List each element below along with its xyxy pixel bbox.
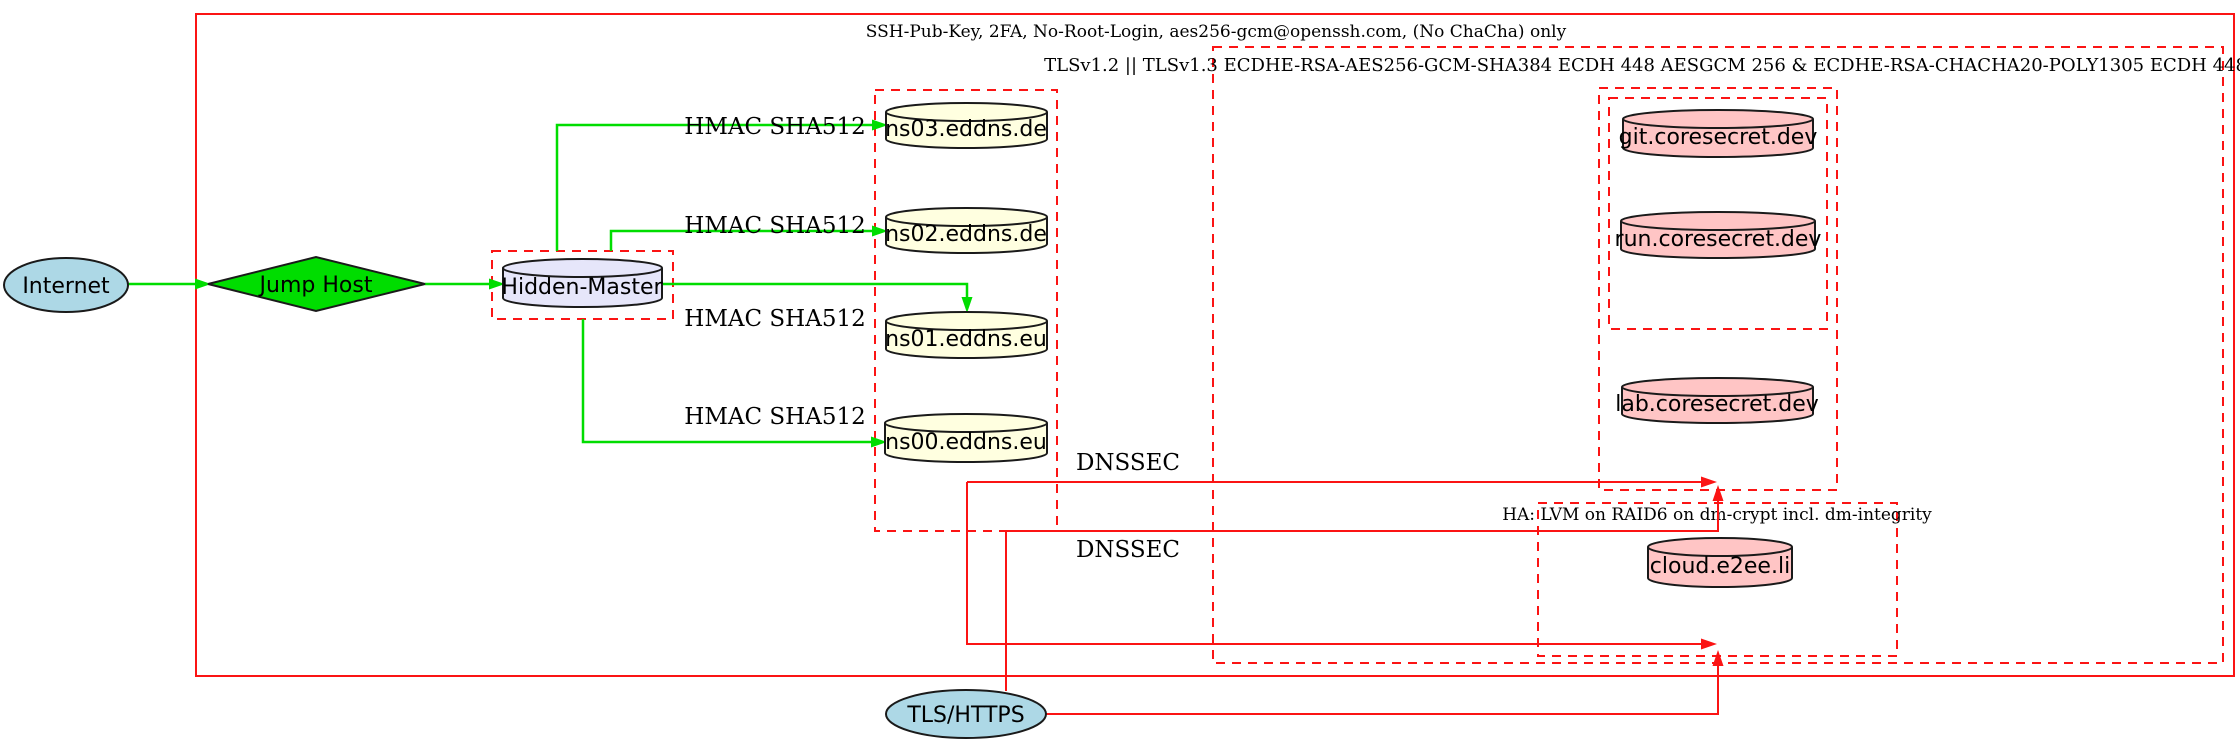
dns-cluster-box — [874, 89, 1058, 532]
edge-hiddenmaster-ns01 — [663, 282, 973, 313]
ns00-node-cylinder-lid — [884, 422, 1048, 433]
cloud-node-cylinder — [1647, 537, 1793, 588]
git-label: git.coresecret.dev — [1619, 125, 1818, 150]
tls-https-label: TLS/HTTPS — [906, 703, 1024, 728]
ns00-label: ns00.eddns.eu — [885, 430, 1047, 455]
lab-label: lab.coresecret.dev — [1615, 392, 1819, 417]
run-node-cylinder-lid — [1620, 220, 1816, 231]
internet-label: Internet — [22, 274, 110, 299]
ns02-label: ns02.eddns.de — [885, 222, 1047, 247]
lab-node-cylinder — [1621, 377, 1814, 424]
git-node-cylinder-lid — [1622, 118, 1814, 129]
ns03-node-cylinder-lid — [885, 111, 1048, 122]
run-node-cylinder — [1620, 211, 1816, 259]
lab-node-cylinder-lid — [1621, 386, 1814, 397]
cloud-label: cloud.e2ee.li — [1650, 554, 1790, 579]
hmac-label-ns00: HMAC SHA512 — [684, 404, 865, 430]
hmac-label-ns03: HMAC SHA512 — [684, 114, 865, 140]
cloud-node: cloud.e2ee.li — [1647, 537, 1793, 588]
hidden-master-node: Hidden-Master — [501, 258, 664, 308]
tls-https-node: TLS/HTTPS — [885, 689, 1047, 739]
ns01-label: ns01.eddns.eu — [885, 327, 1047, 352]
ns00-node-cylinder — [884, 413, 1048, 463]
ns03-node-cylinder — [885, 102, 1048, 149]
edge-hiddenmaster-ns00 — [581, 319, 887, 448]
ns03-node: ns03.eddns.de — [885, 102, 1048, 149]
internet-ellipse — [3, 257, 129, 313]
hidden-master-node-cylinder-lid — [502, 267, 663, 278]
jump-host-node: Jump Host — [207, 255, 426, 313]
ns01-node-cylinder-lid — [885, 320, 1048, 331]
ns02-node-cylinder — [885, 207, 1048, 254]
ns02-node: ns02.eddns.de — [885, 207, 1048, 254]
edge-hiddenmaster-ns03 — [555, 119, 888, 251]
cloud-node-cylinder-lid — [1647, 546, 1793, 557]
jump-host-diamond — [207, 255, 426, 313]
ns01-node-cylinder — [885, 311, 1048, 359]
dnssec-label-bottom: DNSSEC — [1076, 537, 1180, 563]
hmac-label-ns02: HMAC SHA512 — [684, 213, 865, 239]
jump-host-label: Jump Host — [258, 273, 373, 298]
lab-node: lab.coresecret.dev — [1615, 377, 1819, 424]
ns02-node-cylinder-lid — [885, 216, 1048, 227]
edge-tlshttps-to-gitrun — [1005, 485, 1724, 691]
ns03-label: ns03.eddns.de — [885, 117, 1047, 142]
hidden-master-label: Hidden-Master — [501, 275, 663, 300]
tls-cluster-label: TLSv1.2 || TLSv1.3 ECDHE-RSA-AES256-GCM-… — [1044, 55, 2240, 76]
internet-node: Internet — [3, 257, 129, 313]
ns01-node: ns01.eddns.eu — [885, 311, 1048, 359]
ns00-node: ns00.eddns.eu — [884, 413, 1048, 463]
run-label: run.coresecret.dev — [1615, 227, 1822, 252]
git-node-cylinder — [1622, 109, 1814, 158]
dnssec-label-top: DNSSEC — [1076, 450, 1180, 476]
edge-hiddenmaster-ns02 — [609, 225, 888, 251]
git-node: git.coresecret.dev — [1619, 109, 1818, 158]
ssh-cluster-box — [195, 13, 2235, 677]
edge-dnssec-to-ha — [966, 482, 1717, 650]
ssh-cluster-label: SSH-Pub-Key, 2FA, No-Root-Login, aes256-… — [866, 22, 1567, 42]
tls-https-ellipse — [885, 689, 1047, 739]
hmac-label-ns01: HMAC SHA512 — [684, 306, 865, 332]
run-node: run.coresecret.dev — [1615, 211, 1822, 259]
hidden-master-node-cylinder — [502, 258, 663, 308]
edge-tlshttps-to-ha — [1046, 650, 1724, 715]
